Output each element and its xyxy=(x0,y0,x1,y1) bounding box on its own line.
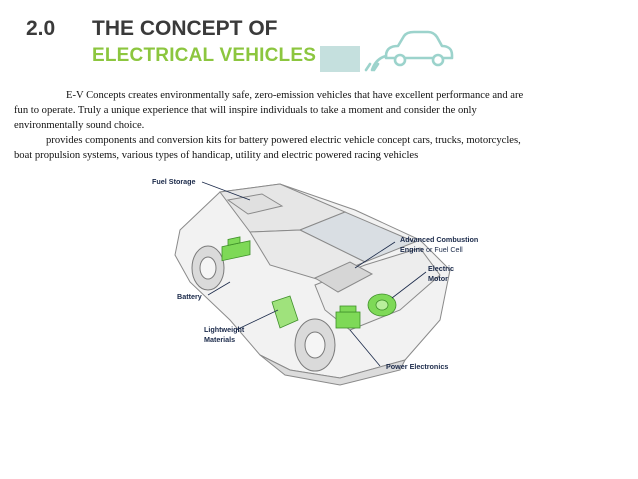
body-text-line1: E-V Concepts creates environmentally saf… xyxy=(66,90,524,101)
engine-block xyxy=(313,261,374,293)
electric-motor-unit xyxy=(367,293,397,317)
header-teal-block xyxy=(320,46,360,72)
body-text-line5: boat propulsion systems, various types o… xyxy=(14,150,419,161)
label-power-electronics: Power Electronics xyxy=(386,362,448,371)
wheels xyxy=(191,245,336,372)
leader-lines xyxy=(201,181,427,367)
label-engine-fuel-cell: Engine or Fuel Cell xyxy=(400,245,463,254)
body-text-line3: environmentally sound choice. xyxy=(14,120,145,131)
body-text-line4: provides components and conversion kits … xyxy=(46,135,521,146)
page-title-line2: ELECTRICAL VEHICLES xyxy=(92,45,317,66)
electric-car-plug-icon xyxy=(364,30,454,72)
label-electric: Electric xyxy=(428,264,454,273)
label-motor: Motor xyxy=(428,274,448,283)
label-battery: Battery xyxy=(177,292,202,301)
fuel-storage-tank xyxy=(226,193,284,215)
page-title-line1: THE CONCEPT OF xyxy=(92,17,278,40)
label-lightweight: Lightweight xyxy=(204,325,245,334)
power-electronics-unit xyxy=(335,305,361,329)
label-advanced-combustion: Advanced Combustion xyxy=(400,235,478,244)
vehicle-cutaway-diagram: Fuel Storage Advanced Combustion Engine … xyxy=(152,177,478,386)
battery-pack xyxy=(221,236,251,262)
header-decoration xyxy=(320,30,454,72)
body-text-line2: fun to operate. Truly a unique experienc… xyxy=(14,105,477,116)
section-number: 2.0 xyxy=(26,17,56,40)
lightweight-frame xyxy=(271,295,299,329)
label-materials: Materials xyxy=(204,335,235,344)
label-fuel-storage: Fuel Storage xyxy=(152,177,196,186)
